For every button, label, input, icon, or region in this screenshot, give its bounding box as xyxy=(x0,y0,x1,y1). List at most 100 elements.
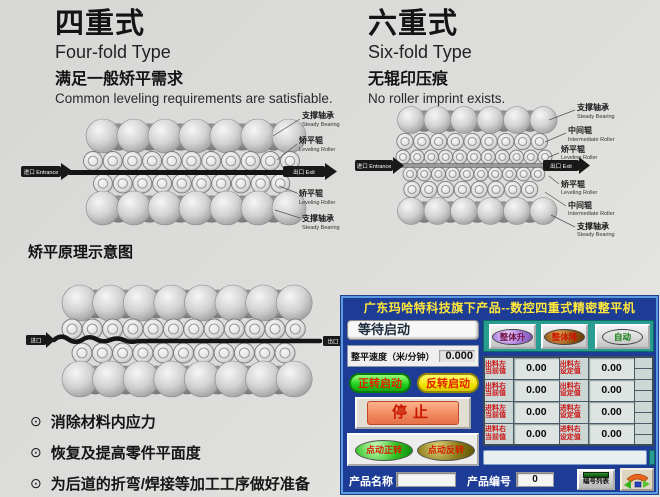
status-display: 等待启动 xyxy=(347,320,479,340)
table-value[interactable]: 0.00 xyxy=(512,378,560,402)
table-label: 出料右当前值 xyxy=(483,378,514,402)
svg-text:中间辊: 中间辊 xyxy=(568,125,592,135)
jog-reverse-button[interactable]: 点动反转 xyxy=(417,440,475,461)
six-fold-title-cn: 六重式 xyxy=(368,8,459,40)
speed-value: 0.000 xyxy=(439,350,475,362)
svg-text:出口: 出口 xyxy=(327,338,338,346)
roller-row xyxy=(93,173,291,194)
jog-button-frame: 点动正转 点动反转 xyxy=(347,433,479,466)
message-side-chip[interactable] xyxy=(649,450,655,465)
callout-intermediate-roller-top: 中间辊 Intermediate Roller xyxy=(544,125,615,143)
six-fold-title-en: Six-fold Type xyxy=(368,42,472,62)
callout-intermediate-roller-bottom: 中间辊 Intermediate Roller xyxy=(544,191,615,217)
overall-fall-button[interactable]: 整体降 xyxy=(544,328,585,345)
machine-icon xyxy=(624,473,650,489)
reverse-start-button[interactable]: 反转启动 xyxy=(417,373,479,393)
hmi-panel: 广东玛哈特科技旗下产品--数控四重式精密整平机 等待启动 整平速度（米/分钟） … xyxy=(340,295,659,495)
exit-arrow: 出口 Exit xyxy=(283,163,337,180)
svg-text:Leveling Roller: Leveling Roller xyxy=(561,155,598,161)
table-cell-empty xyxy=(633,411,654,424)
four-fold-desc-en: Common leveling requirements are satisfi… xyxy=(55,91,333,106)
roller-row xyxy=(85,118,307,154)
callout-leveling-roller-top: 矫平辊 Leveling Roller xyxy=(276,135,336,161)
table-cell-empty xyxy=(633,400,654,413)
roller-row xyxy=(395,149,553,165)
jog-forward-button[interactable]: 点动正转 xyxy=(355,440,413,461)
table-label: 进料左设定值 xyxy=(558,400,590,424)
svg-text:出口 Exit: 出口 Exit xyxy=(293,168,315,176)
material-strip xyxy=(400,163,552,168)
svg-text:支撑轴承: 支撑轴承 xyxy=(301,110,334,120)
bullet-text: 消除材料内应力 xyxy=(50,414,156,431)
roller-row xyxy=(85,190,307,226)
table-value[interactable]: 0.00 xyxy=(588,356,635,380)
bullet-icon: ⊙ xyxy=(30,444,42,460)
four-fold-title-en: Four-fold Type xyxy=(55,42,171,62)
table-label: 出料左设定值 xyxy=(558,356,590,380)
roller-row xyxy=(403,180,539,199)
table-cell-empty xyxy=(633,378,654,391)
entrance-arrow: 进口 xyxy=(26,332,55,348)
benefit-list: ⊙ 消除材料内应力 ⊙ 恢复及提高零件平面度 ⊙ 为后道的折弯/焊接等加工工序做… xyxy=(30,406,310,497)
table-label: 进料右当前值 xyxy=(483,422,514,446)
svg-text:Intermediate Roller: Intermediate Roller xyxy=(568,137,615,143)
bullet-icon: ⊙ xyxy=(30,475,42,491)
table-cell-empty xyxy=(633,367,654,380)
svg-text:支撑轴承: 支撑轴承 xyxy=(301,213,334,223)
callout-steady-bearing-top: 支撑轴承 Steady Bearing xyxy=(272,110,340,137)
principle-diagram: 进口 出口 xyxy=(26,284,352,398)
speed-label: 整平速度（米/分钟） xyxy=(351,351,435,362)
roller-row xyxy=(61,284,313,322)
svg-text:进口: 进口 xyxy=(30,337,41,345)
svg-text:Steady Bearing: Steady Bearing xyxy=(302,122,340,128)
callout-steady-bearing-bottom: 支撑轴承 Steady Bearing xyxy=(274,209,340,231)
table-value[interactable]: 0.00 xyxy=(588,400,635,424)
table-label: 进料左当前值 xyxy=(483,400,514,424)
product-name-input[interactable] xyxy=(396,472,456,487)
overall-rise-button[interactable]: 整体升 xyxy=(492,328,533,345)
roller-row xyxy=(61,318,306,340)
roller-row xyxy=(397,197,558,225)
speed-display: 整平速度（米/分钟） 0.000 xyxy=(347,345,479,367)
callout-steady-bearing-top: 支撑轴承 Steady Bearing xyxy=(548,102,615,121)
table-label: 进料右设定值 xyxy=(558,422,590,446)
table-cell-empty xyxy=(633,356,654,369)
roller-value-table: 出料左当前值 0.00 出料左设定值 0.00 出料右当前值 0.00 出料右设… xyxy=(483,356,654,446)
svg-text:矫平辊: 矫平辊 xyxy=(299,135,323,145)
table-value[interactable]: 0.00 xyxy=(512,356,560,380)
svg-text:进口 Entrance: 进口 Entrance xyxy=(24,168,59,176)
auto-button[interactable]: 自动 xyxy=(602,328,643,345)
number-list-button[interactable]: 编号列表 xyxy=(577,469,615,490)
roller-row xyxy=(83,151,300,171)
table-cell-empty xyxy=(633,389,654,402)
table-label: 出料左当前值 xyxy=(483,356,514,380)
table-label: 出料右设定值 xyxy=(558,378,590,402)
table-value[interactable]: 0.00 xyxy=(588,378,635,402)
table-value[interactable]: 0.00 xyxy=(588,422,635,446)
forward-start-button[interactable]: 正转启动 xyxy=(349,373,411,393)
bullet-text: 恢复及提高零件平面度 xyxy=(50,445,201,462)
roller-row xyxy=(402,166,546,182)
callout-leveling-roller-bottom: 矫平辊 Leveling Roller xyxy=(548,175,598,196)
svg-text:矫平辊: 矫平辊 xyxy=(561,179,585,189)
product-no-input[interactable]: 0 xyxy=(516,472,554,487)
stop-button-frame: 停止 xyxy=(355,397,471,429)
fall-button-frame: 整体降 xyxy=(541,324,588,349)
stop-button[interactable]: 停止 xyxy=(367,401,459,425)
table-value[interactable]: 0.00 xyxy=(512,400,560,424)
material-strip xyxy=(69,170,285,175)
rise-button-frame: 整体升 xyxy=(489,324,536,349)
six-fold-desc-en: No roller imprint exists. xyxy=(368,91,506,106)
svg-text:Steady Bearing: Steady Bearing xyxy=(577,232,615,238)
roller-row xyxy=(71,342,296,364)
four-fold-diagram: 进口 Entrance 出口 Exit 支撑轴承 Steady Bearing … xyxy=(21,110,340,231)
lcd-screen-icon xyxy=(583,472,609,478)
bullet-text: 为后道的折弯/焊接等加工工序做好准备 xyxy=(50,476,310,493)
overall-control-panel: 整体升 整体降 自动 xyxy=(483,320,654,352)
svg-text:Leveling Roller: Leveling Roller xyxy=(561,190,598,196)
auto-button-frame: 自动 xyxy=(595,324,650,349)
table-value[interactable]: 0.00 xyxy=(512,422,560,446)
machine-screen-button[interactable] xyxy=(620,468,654,491)
six-fold-diagram: 进口 Entrance 出口 Exit 支撑轴承 Steady Bearing … xyxy=(355,102,615,238)
